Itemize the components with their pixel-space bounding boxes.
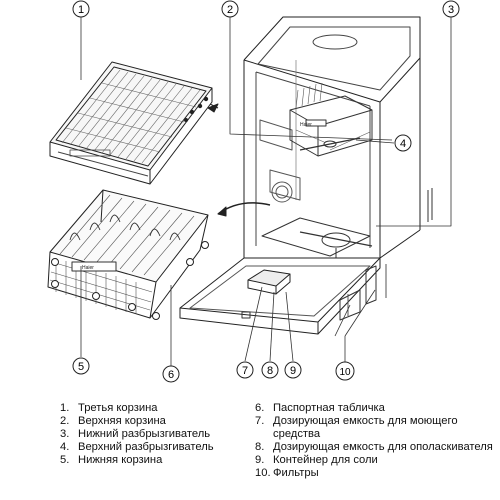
legend-item: 1.Третья корзина: [60, 402, 158, 414]
svg-text:1: 1: [78, 4, 84, 16]
callout-3: 3: [442, 0, 460, 18]
legend-column-left: 1.Третья корзина 2.Верхняя корзина 3.Ниж…: [60, 402, 250, 467]
legend-item: 9.Контейнер для соли: [255, 454, 378, 466]
legend-item: 4.Верхний разбрызгиватель: [60, 441, 214, 453]
legend: 1.Третья корзина 2.Верхняя корзина 3.Ниж…: [0, 402, 500, 500]
svg-text:10: 10: [339, 367, 351, 378]
svg-text:3: 3: [448, 4, 454, 16]
svg-text:4: 4: [400, 138, 406, 150]
legend-item: 3.Нижний разбрызгиватель: [60, 428, 211, 440]
callout-9: 9: [284, 361, 302, 379]
callout-10: 10: [335, 361, 355, 381]
callout-4: 4: [394, 134, 412, 152]
svg-text:2: 2: [227, 4, 233, 16]
dishwasher-body: [179, 16, 433, 335]
legend-column-right: 6.Паспортная табличка 7.Дозирующая емкос…: [255, 402, 495, 480]
svg-text:6: 6: [168, 369, 174, 381]
callout-7: 7: [236, 361, 254, 379]
arrow-into-cabinet: [209, 103, 219, 109]
callout-5: 5: [72, 357, 90, 375]
legend-item: 6.Паспортная табличка: [255, 402, 385, 414]
rack-brand-lower: Haier: [82, 265, 94, 271]
lower-basket: [47, 189, 209, 320]
callout-6: 6: [162, 365, 180, 383]
svg-text:5: 5: [78, 361, 84, 373]
rack-brand-upper: Haier: [300, 122, 312, 128]
dishwasher-diagram: 1 2 3 4 5 6 7 8 9 10 Haier Haier: [47, 0, 460, 383]
legend-item: 10.Фильтры: [255, 467, 319, 479]
svg-text:8: 8: [267, 365, 273, 377]
callout-8: 8: [261, 361, 279, 379]
legend-item: 8.Дозирующая емкость для ополаскивателя: [255, 441, 493, 453]
third-basket: [49, 61, 219, 185]
legend-item: 2.Верхняя корзина: [60, 415, 166, 427]
svg-text:7: 7: [242, 365, 248, 377]
legend-item: 7.Дозирующая емкость для моющего средств…: [255, 415, 458, 440]
legend-item: 5.Нижняя корзина: [60, 454, 163, 466]
svg-text:9: 9: [290, 365, 296, 377]
callout-1: 1: [72, 0, 90, 18]
callout-2: 2: [221, 0, 239, 18]
